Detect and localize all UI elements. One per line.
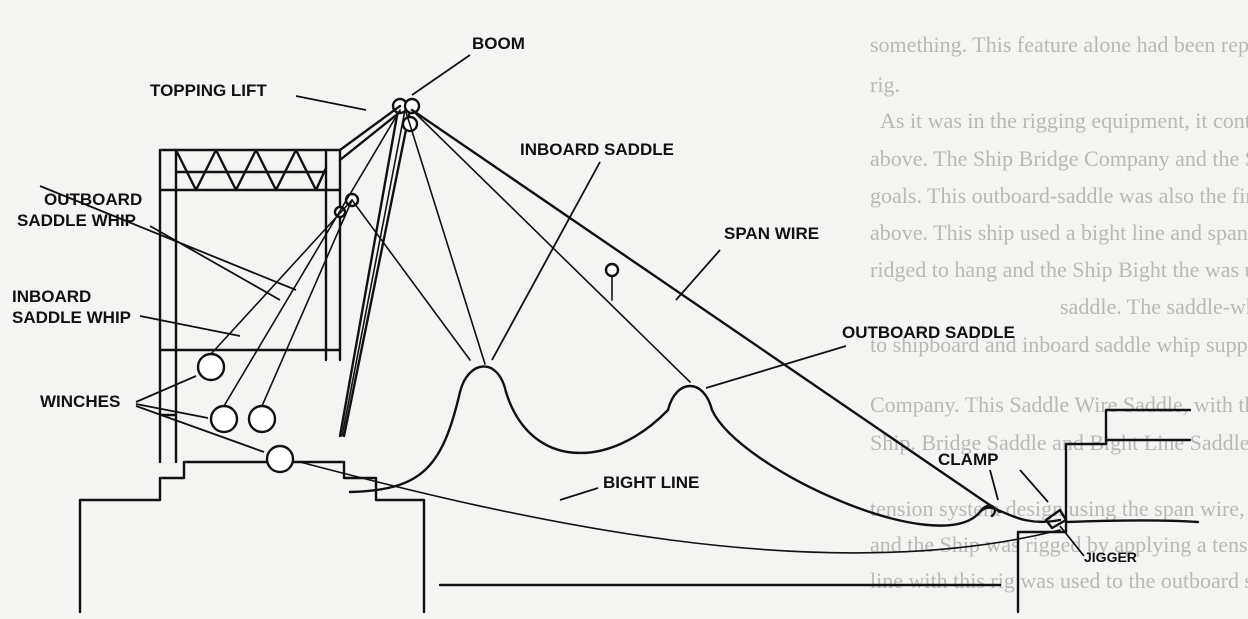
pointer-topping-lift: [295, 95, 367, 111]
receiving-ship: [1016, 408, 1200, 614]
bg-text-line: above. The Ship Bridge Company and the S…: [870, 146, 1248, 171]
inboard-whip-to-saddle: [405, 111, 486, 365]
bg-text-line: ridged to hang and the Ship Bight the wa…: [870, 257, 1248, 282]
label-boom: BOOM: [472, 34, 525, 53]
bight-line: [299, 461, 1061, 554]
span-wire-block: [604, 262, 620, 278]
bg-text-line: As it was in the rigging equipment, it c…: [880, 108, 1248, 133]
label-inboard-saddle: INBOARD SADDLE: [520, 140, 674, 159]
label-inboard-saddle-whip: INBOARD: [12, 287, 91, 306]
bg-text-line: rig.: [870, 72, 900, 97]
outboard-saddle: [666, 384, 714, 412]
delivering-ship-hull: [78, 460, 426, 614]
fuel-hose: [348, 390, 1062, 527]
bg-text-line: goals. This outboard-saddle was also the…: [870, 183, 1248, 208]
outboard-whip-to-saddle: [351, 199, 471, 361]
inboard-saddle: [458, 365, 508, 394]
pointer-jigger: [1059, 525, 1085, 557]
winch-drum: [209, 404, 239, 434]
saddles: [458, 365, 714, 412]
label-clamp: CLAMP: [938, 450, 998, 469]
label-outboard-saddle-whip: SADDLE WHIP: [17, 211, 136, 230]
label-jigger: JIGGER: [1084, 549, 1137, 565]
clamp: [978, 504, 997, 518]
span-wire: [410, 108, 1002, 514]
bg-text-line: and the Ship was rigged by applying a te…: [870, 532, 1248, 557]
bg-text-line: to shipboard and inboard saddle whip sup…: [870, 332, 1248, 357]
winch-drum: [196, 352, 226, 382]
whip-lead-wire: [261, 199, 353, 407]
pointer-outboard-saddle-whip: [39, 185, 297, 301]
label-inboard-saddle-whip: SADDLE WHIP: [12, 308, 131, 327]
bg-text-line: tension system design using the span wir…: [870, 496, 1248, 521]
label-outboard-saddle: OUTBOARD SADDLE: [842, 323, 1015, 342]
pointer-boom: [411, 54, 471, 96]
outboard-saddle-whip-wire: [210, 199, 353, 355]
pointer-outboard-saddle: [705, 345, 847, 389]
jigger: [1044, 508, 1068, 530]
boom: [333, 97, 421, 438]
pointer-inboard-saddle-whip: [139, 315, 241, 337]
saddle-whips: [210, 109, 691, 407]
outboard-saddle-whip-lead: [411, 109, 691, 383]
bg-text-line: something. This feature alone had been r…: [870, 32, 1248, 57]
labels: BOOM TOPPING LIFT INBOARD SADDLE OUTBOAR…: [12, 34, 1137, 565]
bg-text-line: above. This ship used a bight line and s…: [870, 220, 1248, 245]
winches: [196, 352, 295, 474]
receiving-ship-hull: [1016, 408, 1200, 614]
inboard-saddle-whip-wire: [223, 109, 401, 407]
bg-text-line: line with this rig was used to the outbo…: [870, 568, 1248, 593]
pointer-clamp: [989, 469, 1049, 503]
pointer-winches: [135, 375, 265, 453]
pointer-inboard-saddle: [491, 161, 601, 361]
winch-drum: [265, 444, 295, 474]
label-topping-lift: TOPPING LIFT: [150, 81, 267, 100]
pointer-bight-line: [559, 487, 599, 501]
boom-head-block: [403, 97, 421, 115]
bg-text-line: Ship. Bridge Saddle and Bight Line Saddl…: [870, 430, 1248, 455]
pointer-span-wire: [675, 249, 721, 301]
background-page-text: something. This feature alone had been r…: [870, 32, 1248, 593]
label-span-wire: SPAN WIRE: [724, 224, 819, 243]
kingpost-frame: [158, 148, 342, 464]
label-winches: WINCHES: [40, 392, 120, 411]
winch-drum: [247, 404, 277, 434]
bg-text-line: Company. This Saddle Wire Saddle, with t…: [870, 392, 1248, 417]
bg-text-line: saddle. The saddle-whip and bight line w…: [1060, 294, 1248, 319]
label-outboard-saddle-whip: OUTBOARD: [44, 190, 142, 209]
topping-lift-wire: [338, 104, 402, 162]
label-bight-line: BIGHT LINE: [603, 473, 699, 492]
